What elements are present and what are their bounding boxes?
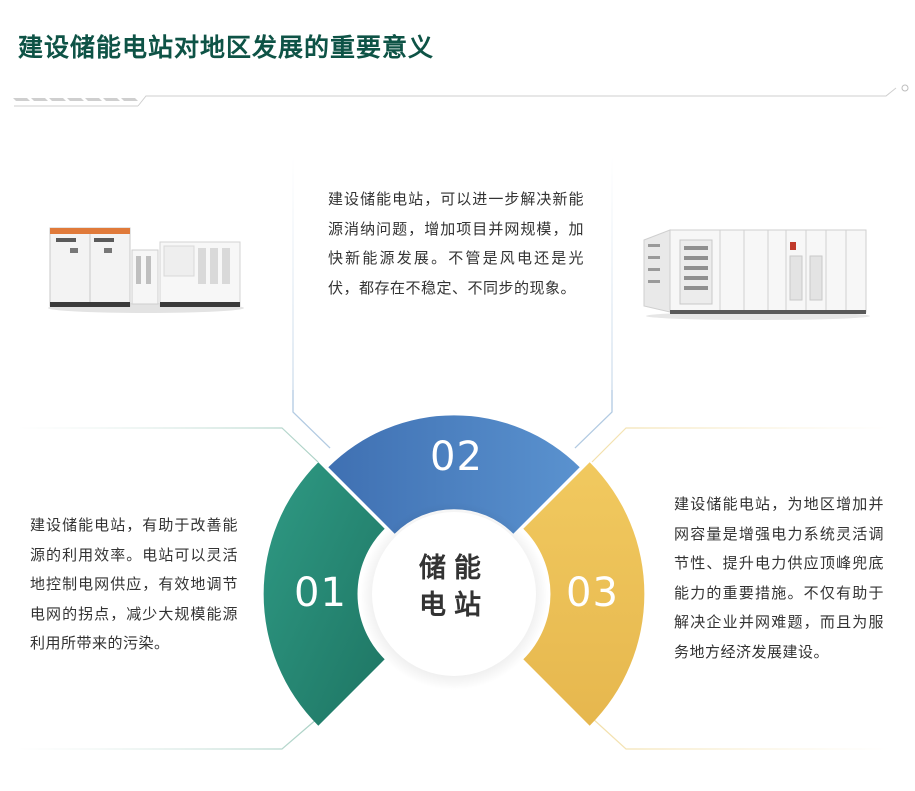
segment-03-text: 建设储能电站，为地区增加并网容量是增强电力系统灵活调节性、提升电力供应顶峰兜底能…: [674, 495, 884, 661]
product-image-right: [640, 226, 872, 320]
segment-02-text: 建设储能电站，可以进一步解决新能源消纳问题，增加项目并网规模，加快新能源发展。不…: [328, 190, 584, 297]
center-circle: [372, 512, 536, 676]
segment-02-number: 02: [430, 434, 483, 480]
storage-cabinet-transformer-illustration: [48, 227, 244, 313]
segment-02-blue: [328, 415, 580, 534]
segment-01-number: 01: [294, 570, 347, 616]
segment-03-yellow: [523, 462, 645, 726]
segment-01-text: 建设储能电站，有助于改善能源的利用效率。电站可以灵活地控制电网供应，有效地调节电…: [30, 516, 238, 652]
center-label-line1: 储能: [419, 553, 489, 584]
page-title: 建设储能电站对地区发展的重要意义: [18, 33, 435, 62]
product-image-left: [46, 222, 246, 314]
header-divider: [13, 84, 909, 107]
top-panel-outline: [292, 155, 613, 449]
segment-03-number: 03: [566, 570, 619, 616]
right-panel-outline: [591, 427, 890, 750]
storage-container-illustration: [643, 229, 870, 320]
center-label-line2: 电站: [419, 590, 489, 621]
left-panel-outline: [15, 427, 319, 750]
center-label: 储能 电站: [395, 550, 513, 624]
segment-01-green: [263, 462, 385, 726]
